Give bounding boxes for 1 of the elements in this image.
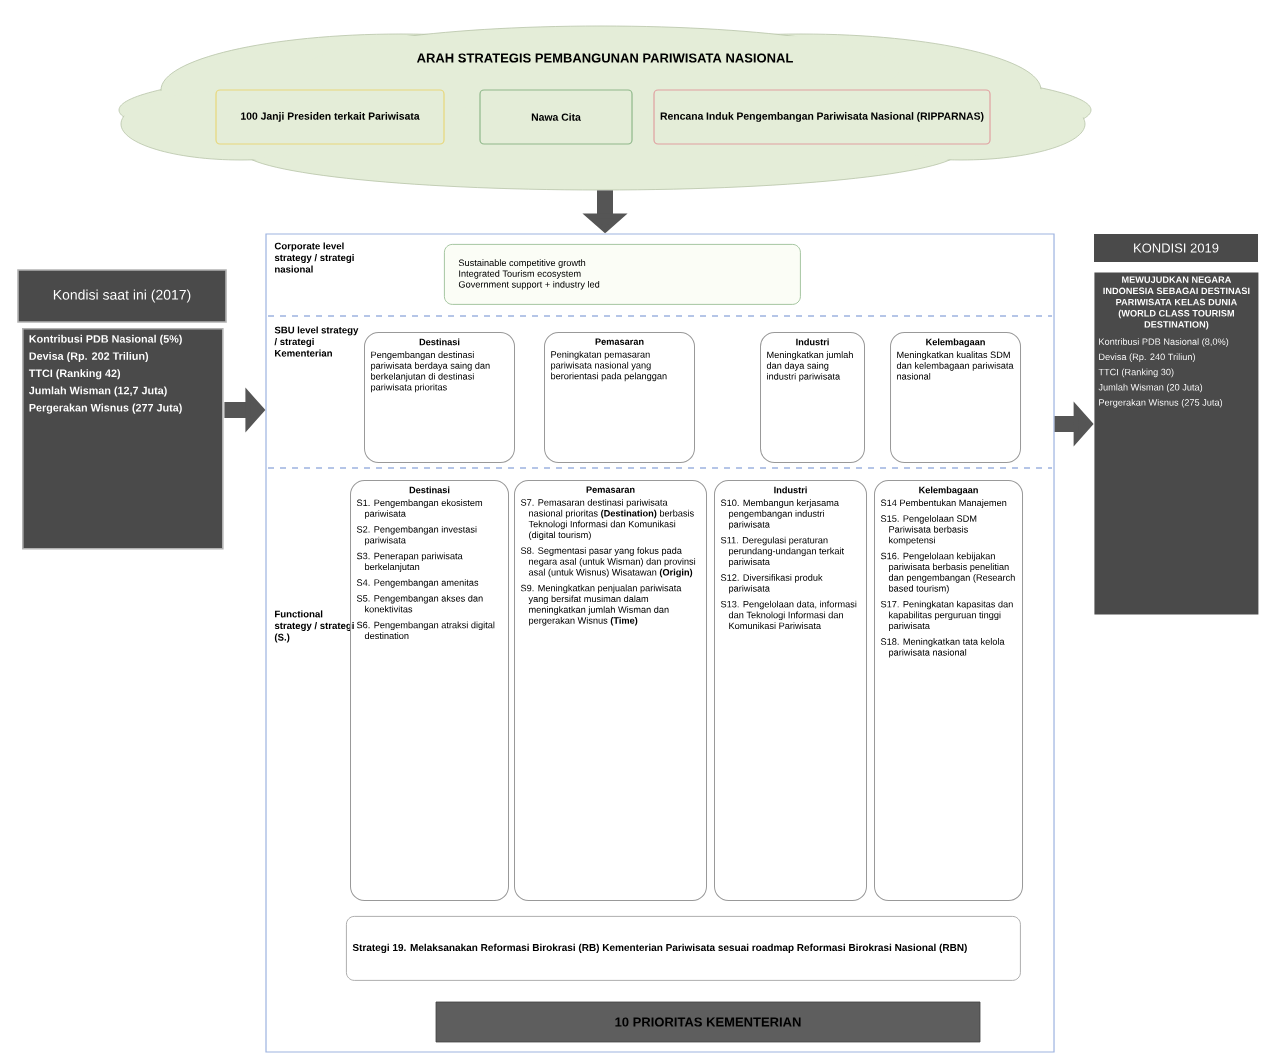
strategy-frame bbox=[265, 233, 1055, 1053]
